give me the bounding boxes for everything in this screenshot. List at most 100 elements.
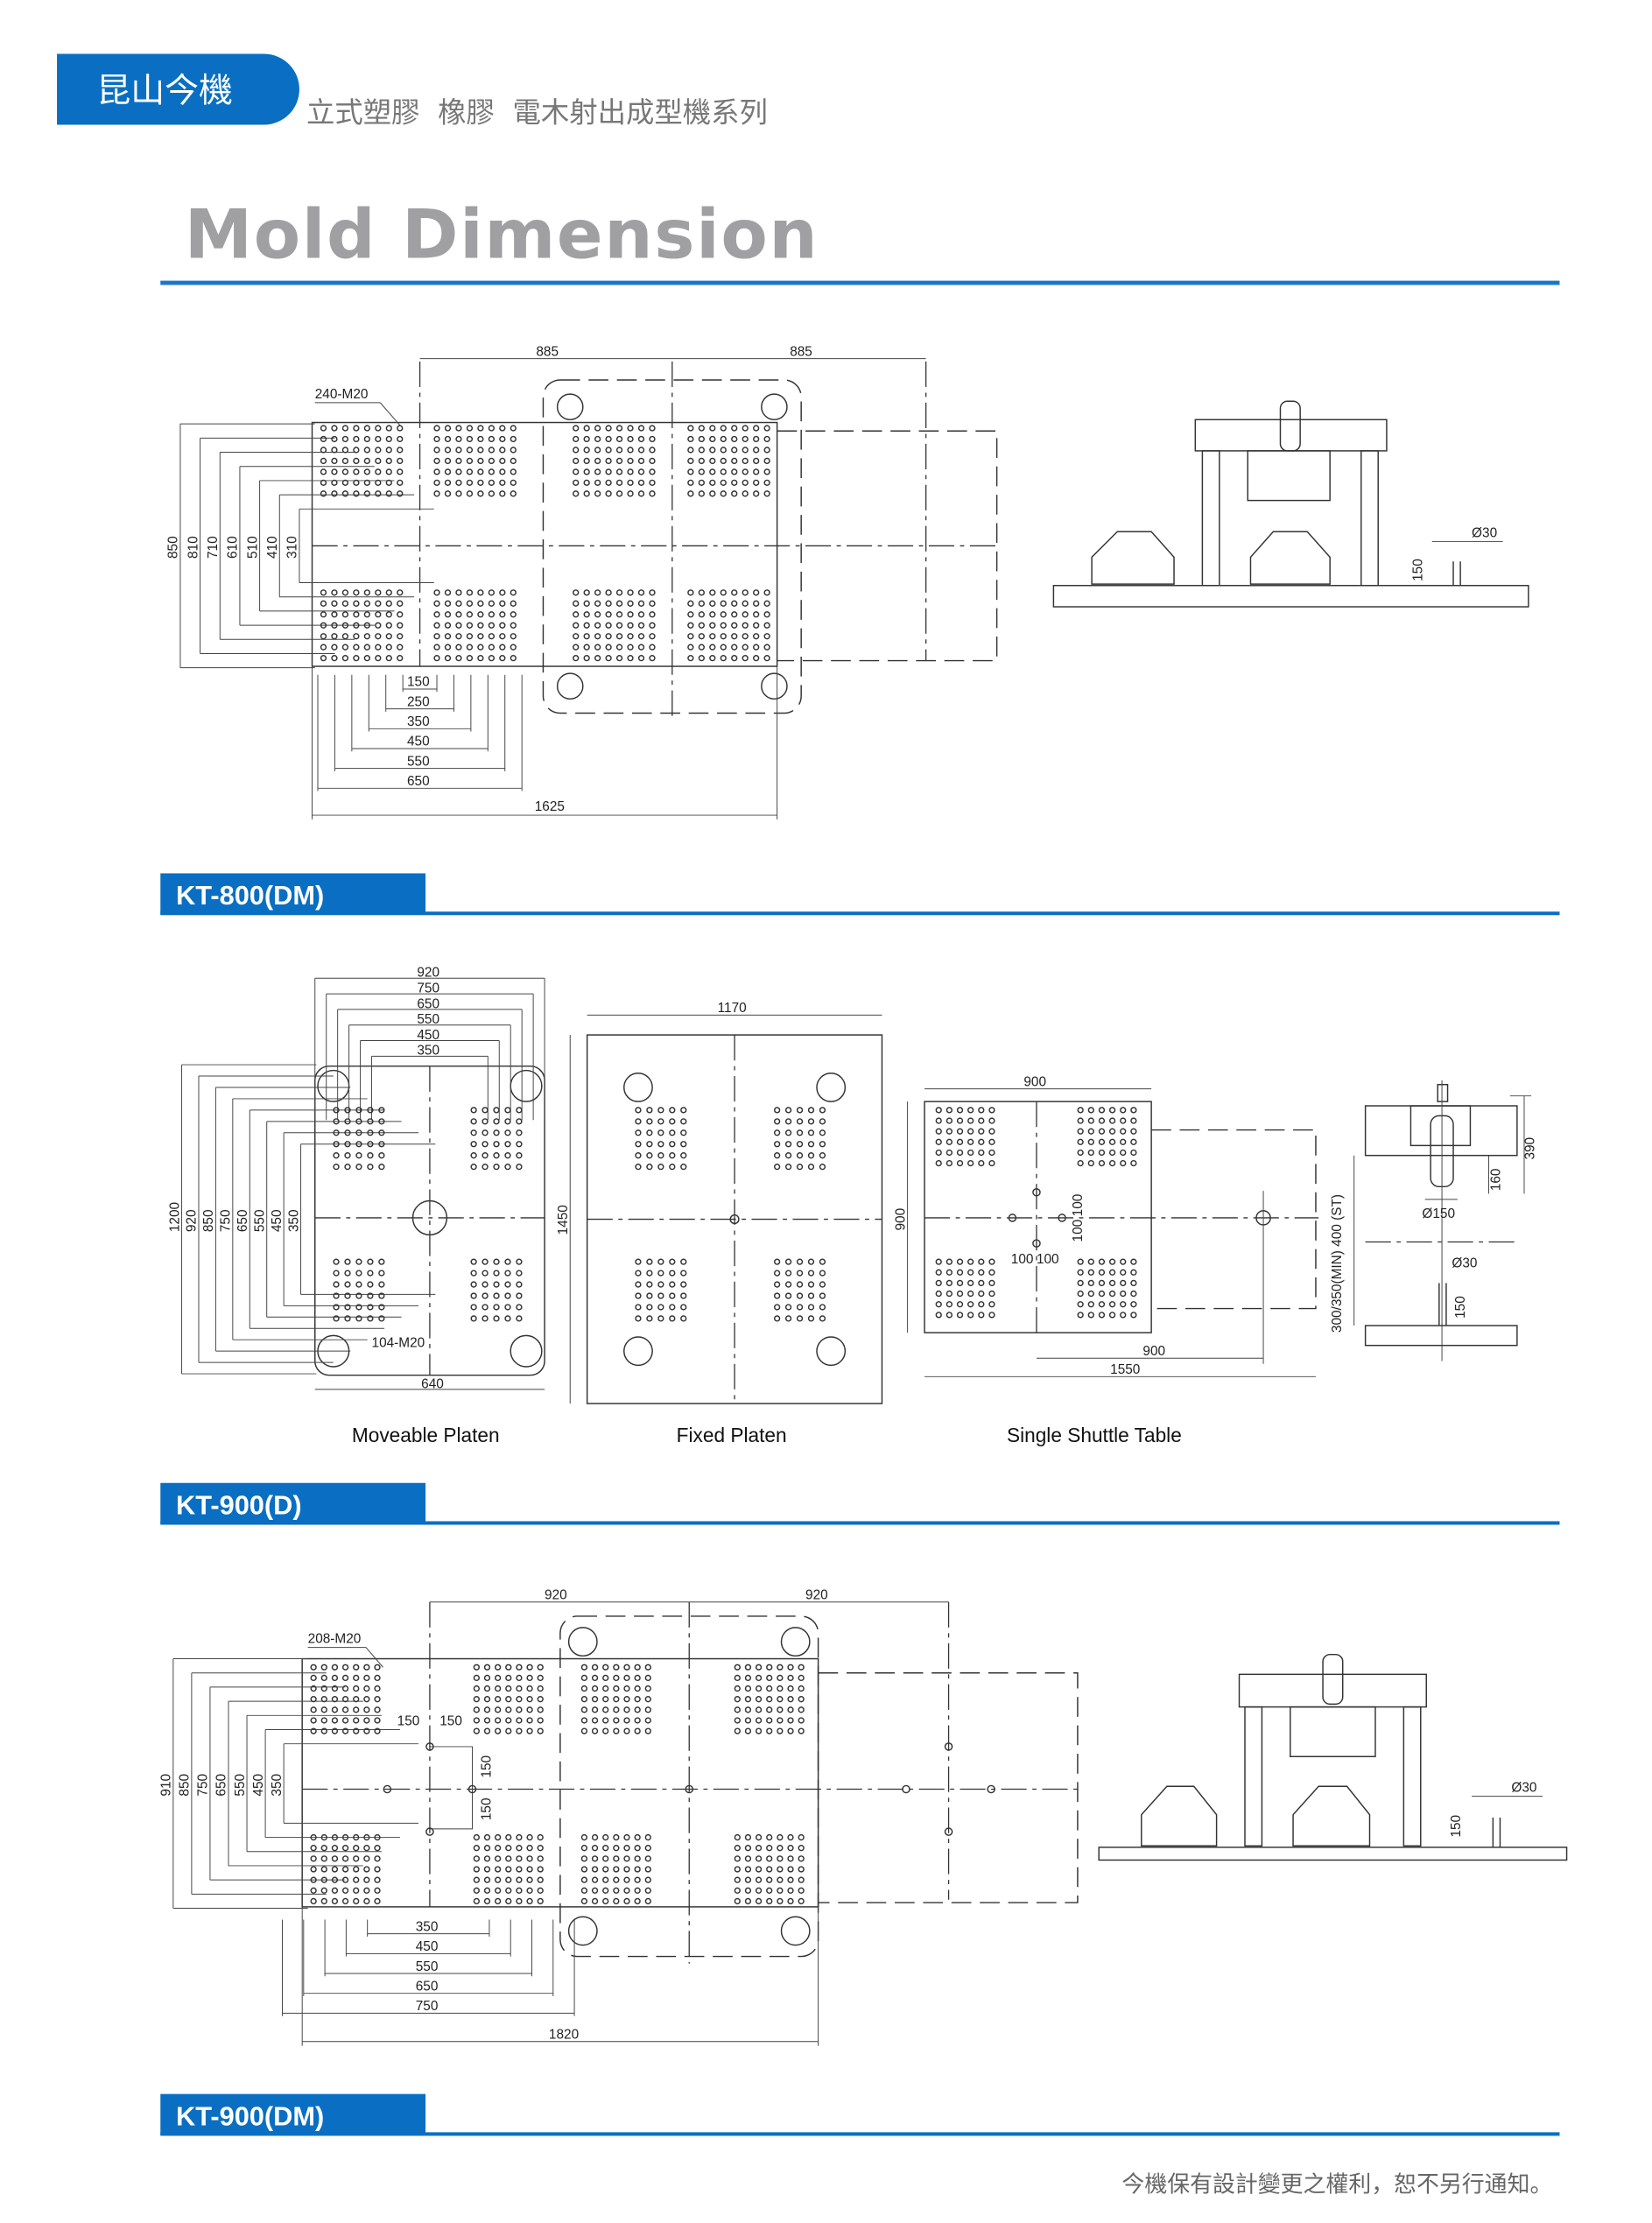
bolt-hole (744, 1685, 752, 1692)
overall-width: 1625 (535, 799, 565, 814)
bolt-hole (591, 1674, 599, 1682)
bolt-hole (615, 457, 623, 465)
bolt-hole (537, 1727, 544, 1734)
bolt-hole (613, 1685, 620, 1692)
bolt-hole (374, 1674, 381, 1682)
bolt-hole (777, 1833, 784, 1841)
bolt-hole (375, 644, 382, 651)
bolt-hole (637, 600, 645, 607)
bolt-hole (935, 1117, 942, 1124)
dim-top-1: 920 (545, 1588, 567, 1603)
bolt-hole (594, 655, 601, 662)
bolt-hole (720, 622, 727, 629)
bolt-hole (494, 1876, 502, 1883)
bolt-hole (687, 490, 694, 497)
bolt-hole (331, 655, 338, 662)
bolt-hole (602, 1897, 609, 1905)
bolt-hole (635, 1107, 642, 1114)
bolt-hole (798, 1696, 805, 1703)
bolt-hole (1087, 1290, 1094, 1298)
bolt-hole (375, 622, 382, 629)
bolt-hole (766, 1855, 773, 1862)
bolt-hole (946, 1128, 953, 1135)
bolt-hole (1098, 1128, 1106, 1135)
bolt-hole (444, 490, 452, 497)
bolt-hole (482, 1107, 489, 1114)
bolt-hole (444, 447, 452, 454)
bolt-hole (753, 468, 760, 475)
dimension-label: 750 (196, 1774, 211, 1797)
bolt-hole (353, 468, 360, 475)
bolt-hole (591, 1887, 599, 1894)
bolt-hole (466, 490, 474, 497)
bolt-hole (374, 1876, 381, 1883)
bolt-hole (1098, 1279, 1106, 1287)
bolt-hole (687, 611, 694, 618)
bolt-hole (637, 468, 645, 475)
model-label: KT-900(DM) (176, 2100, 324, 2131)
bolt-hole (355, 1129, 362, 1136)
bolt-hole (734, 1833, 741, 1841)
bolt-hole (946, 1138, 953, 1145)
bolt-hole (526, 1674, 533, 1682)
bolt-hole (310, 1887, 317, 1894)
bolt-hole (1098, 1138, 1106, 1145)
bolt-hole (374, 1855, 381, 1862)
bolt-hole (709, 611, 716, 618)
bolt-hole (623, 1887, 630, 1894)
bolt-hole (355, 1292, 362, 1299)
bolt-hole (482, 1258, 489, 1265)
bolt-hole (320, 600, 327, 607)
bolt-hole (516, 1270, 523, 1277)
bolt-hole (466, 611, 474, 618)
bolt-hole (355, 1118, 362, 1125)
bolt-hole (331, 447, 338, 454)
bolt-hole (773, 1315, 781, 1322)
bolt-hole (433, 611, 440, 618)
bolt-hole (935, 1301, 942, 1308)
bolt-hole (367, 1304, 374, 1311)
bolt-hole (510, 622, 517, 629)
bolt-hole (344, 1141, 351, 1148)
bolt-hole (499, 655, 506, 662)
bolt-hole (331, 1727, 339, 1734)
bolt-hole (627, 479, 634, 487)
bolt-hole (341, 1866, 349, 1873)
dimension-label: 750 (417, 981, 439, 995)
bolt-hole (623, 1855, 630, 1862)
bolt-hole (331, 1887, 339, 1894)
bolt-hole (1108, 1279, 1116, 1287)
bolt-hole (709, 479, 716, 487)
bolt-hole (341, 1674, 349, 1682)
bolt-hole (731, 425, 738, 432)
bolt-hole (493, 1164, 500, 1171)
bolt-hole (709, 490, 716, 497)
bolt-hole (646, 1152, 653, 1159)
bolt-hole (341, 1845, 349, 1852)
bolt-hole (444, 479, 452, 487)
bolt-hole (784, 1141, 792, 1148)
bolt-hole (580, 1876, 588, 1883)
bolt-hole (331, 1696, 339, 1703)
bolt-hole (766, 1674, 773, 1682)
bolt-hole (341, 1664, 349, 1671)
bolt-hole (363, 1897, 370, 1905)
bolt-hole (493, 1258, 500, 1265)
dimension-label: 850 (178, 1774, 193, 1797)
bolt-hole (310, 1674, 317, 1682)
bolt-hole (649, 622, 656, 629)
bolt-hole (466, 468, 474, 475)
bolt-hole (537, 1845, 544, 1852)
bolt-hole (634, 1897, 641, 1905)
bolt-hole (363, 425, 370, 432)
bolt-hole (1077, 1138, 1084, 1145)
bolt-hole (644, 1833, 651, 1841)
bolt-hole (341, 1727, 349, 1734)
height-160: 160 (1488, 1169, 1503, 1192)
bolt-hole (378, 1270, 385, 1277)
bolt-hole (385, 644, 392, 651)
bolt-hole (455, 633, 462, 640)
bolt-hole (320, 479, 327, 487)
bolt-hole (433, 655, 440, 662)
bolt-hole (331, 1845, 339, 1852)
